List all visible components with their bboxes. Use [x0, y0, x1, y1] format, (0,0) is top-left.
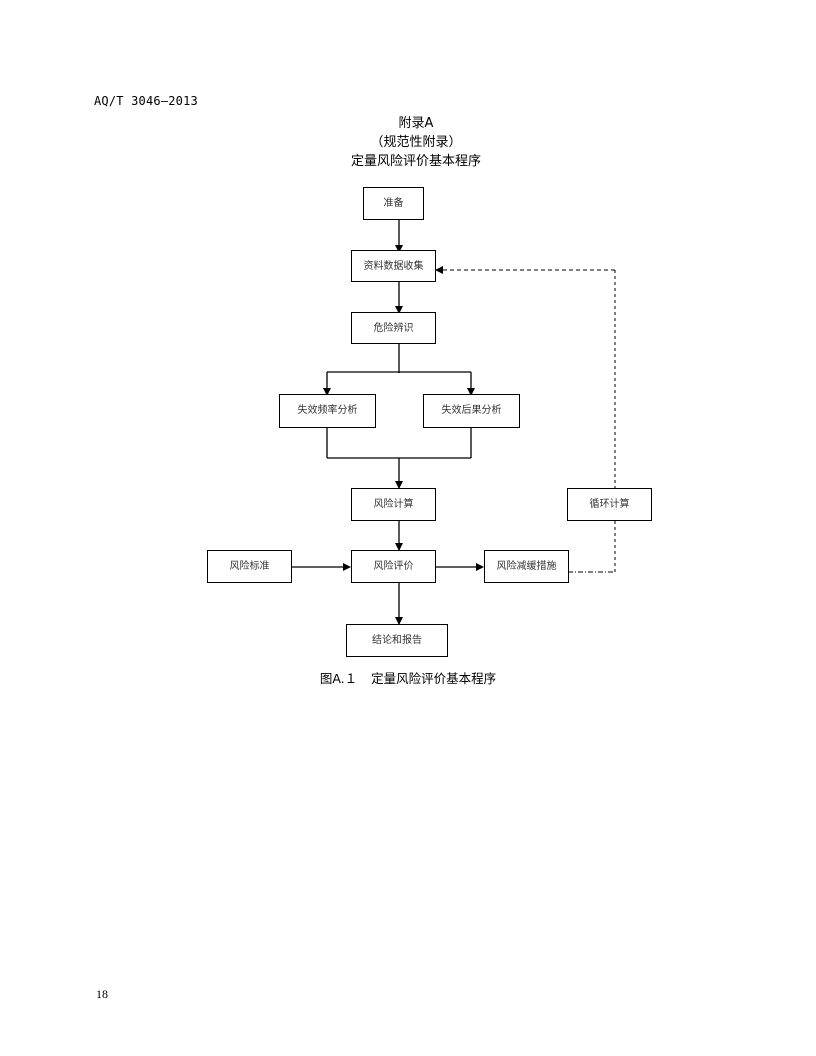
node-prepare: 准备 [363, 187, 424, 220]
node-failure-frequency: 失效频率分析 [279, 394, 376, 428]
figure-caption: 图A.１ 定量风险评价基本程序 [0, 668, 816, 687]
node-risk-evaluation: 风险评价 [351, 550, 436, 583]
node-risk-mitigation: 风险减缓措施 [484, 550, 569, 583]
appendix-heading: 定量风险评价基本程序 [350, 154, 481, 169]
page-number: 18 [96, 987, 108, 1001]
node-failure-consequence: 失效后果分析 [423, 394, 520, 428]
node-loop-calculation: 循环计算 [567, 488, 652, 521]
appendix-subtitle: （规范性附录） [370, 135, 462, 150]
node-conclusion-report: 结论和报告 [346, 624, 448, 657]
figure-caption-text: 定量风险评价基本程序 [371, 671, 497, 686]
node-risk-calculation: 风险计算 [351, 488, 436, 521]
figure-number: 图A.１ [319, 671, 358, 686]
appendix-title: 附录A [398, 116, 434, 131]
node-data-collection: 资料数据收集 [351, 250, 436, 282]
standard-number: AQ/T 3046—2013 [94, 94, 198, 108]
node-hazard-identification: 危险辨识 [351, 312, 436, 344]
node-risk-criteria: 风险标准 [207, 550, 292, 583]
